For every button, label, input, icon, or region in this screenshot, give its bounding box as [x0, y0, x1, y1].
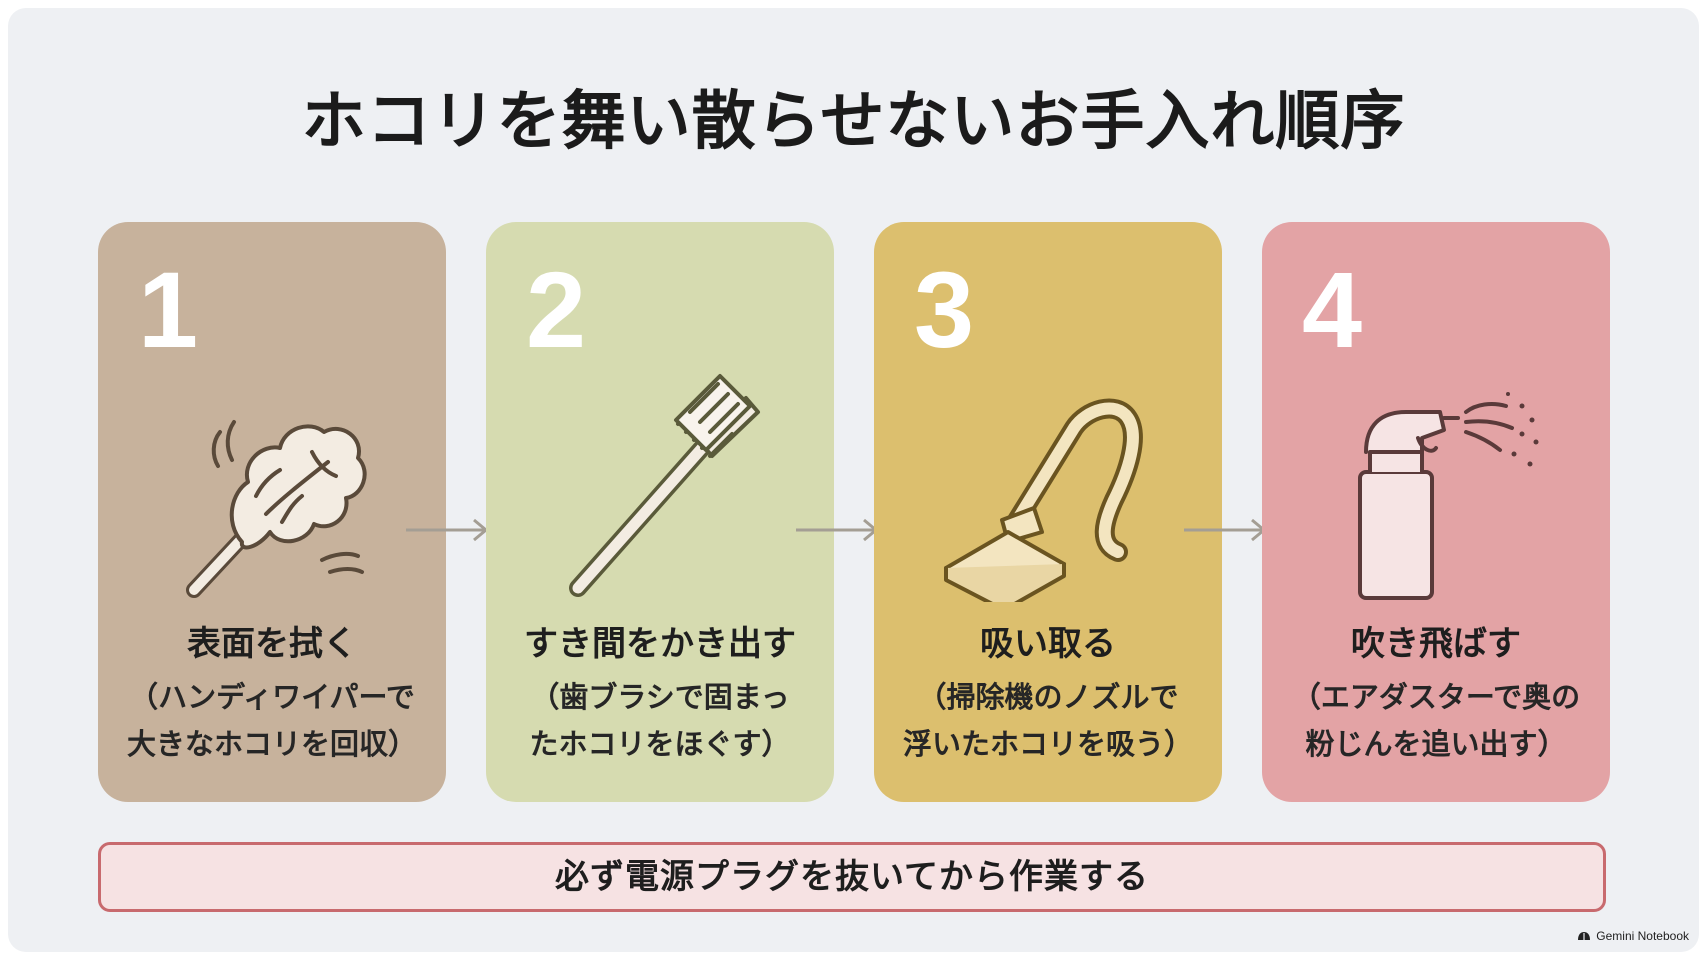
watermark-text: Gemini Notebook	[1596, 929, 1689, 943]
step-description-line: 浮いたホコリを吸う）	[902, 727, 1193, 761]
step-number: 4	[1302, 249, 1363, 370]
toothbrush-icon	[569, 374, 760, 597]
step-number: 2	[526, 249, 587, 370]
step-description: （エアダスターで奥の 粉じんを追い出す）	[1262, 674, 1610, 768]
warning-banner: 必ず電源プラグを抜いてから作業する	[98, 842, 1606, 912]
step-card-1: 1 表面を拭く （ハンディワイパーで 大きなホコリを回収）	[98, 222, 446, 802]
step-description-line: 粉じんを追い出す）	[1305, 727, 1567, 761]
step-label: 表面を拭く	[187, 624, 357, 664]
step-label: 吸い取る	[980, 624, 1116, 664]
step-card-3: 3 吸い取る （掃除機のノズルで 浮いたホコリを吸う）	[874, 222, 1222, 802]
air-duster-icon	[1358, 392, 1539, 600]
step-description-line: （歯ブラシで固まっ	[530, 680, 790, 714]
step-description-line: （ハンディワイパーで	[129, 680, 415, 714]
step-label: すき間をかき出す	[524, 624, 796, 664]
step-card-2: 2 すき間をかき出す （歯ブラシで固まっ たホコリをほぐす）	[486, 222, 834, 802]
step-description-line: 大きなホコリを回収）	[126, 727, 417, 761]
step-description-line: （掃除機のノズルで	[917, 680, 1179, 714]
step-number: 3	[914, 249, 975, 370]
vacuum-nozzle-icon	[944, 398, 1143, 602]
notebook-logo-icon	[1578, 932, 1591, 940]
step-description: （掃除機のノズルで 浮いたホコリを吸う）	[874, 674, 1222, 768]
step-description: （ハンディワイパーで 大きなホコリを回収）	[98, 674, 446, 768]
step-description-line: （エアダスターで奥の	[1291, 680, 1581, 714]
step-number: 1	[138, 249, 199, 370]
step-label: 吹き飛ばす	[1351, 624, 1521, 664]
step-card-4: 4 吹き飛ばす （エアダスターで奥の 粉	[1262, 222, 1610, 802]
duster-icon	[186, 420, 367, 598]
step-description-line: たホコリをほぐす）	[529, 727, 791, 761]
page-title: ホコリを舞い散らせないお手入れ順序	[301, 85, 1406, 159]
watermark: Gemini Notebook	[1577, 928, 1689, 944]
warning-text: 必ず電源プラグを抜いてから作業する	[555, 857, 1149, 897]
step-description: （歯ブラシで固まっ たホコリをほぐす）	[486, 674, 834, 768]
